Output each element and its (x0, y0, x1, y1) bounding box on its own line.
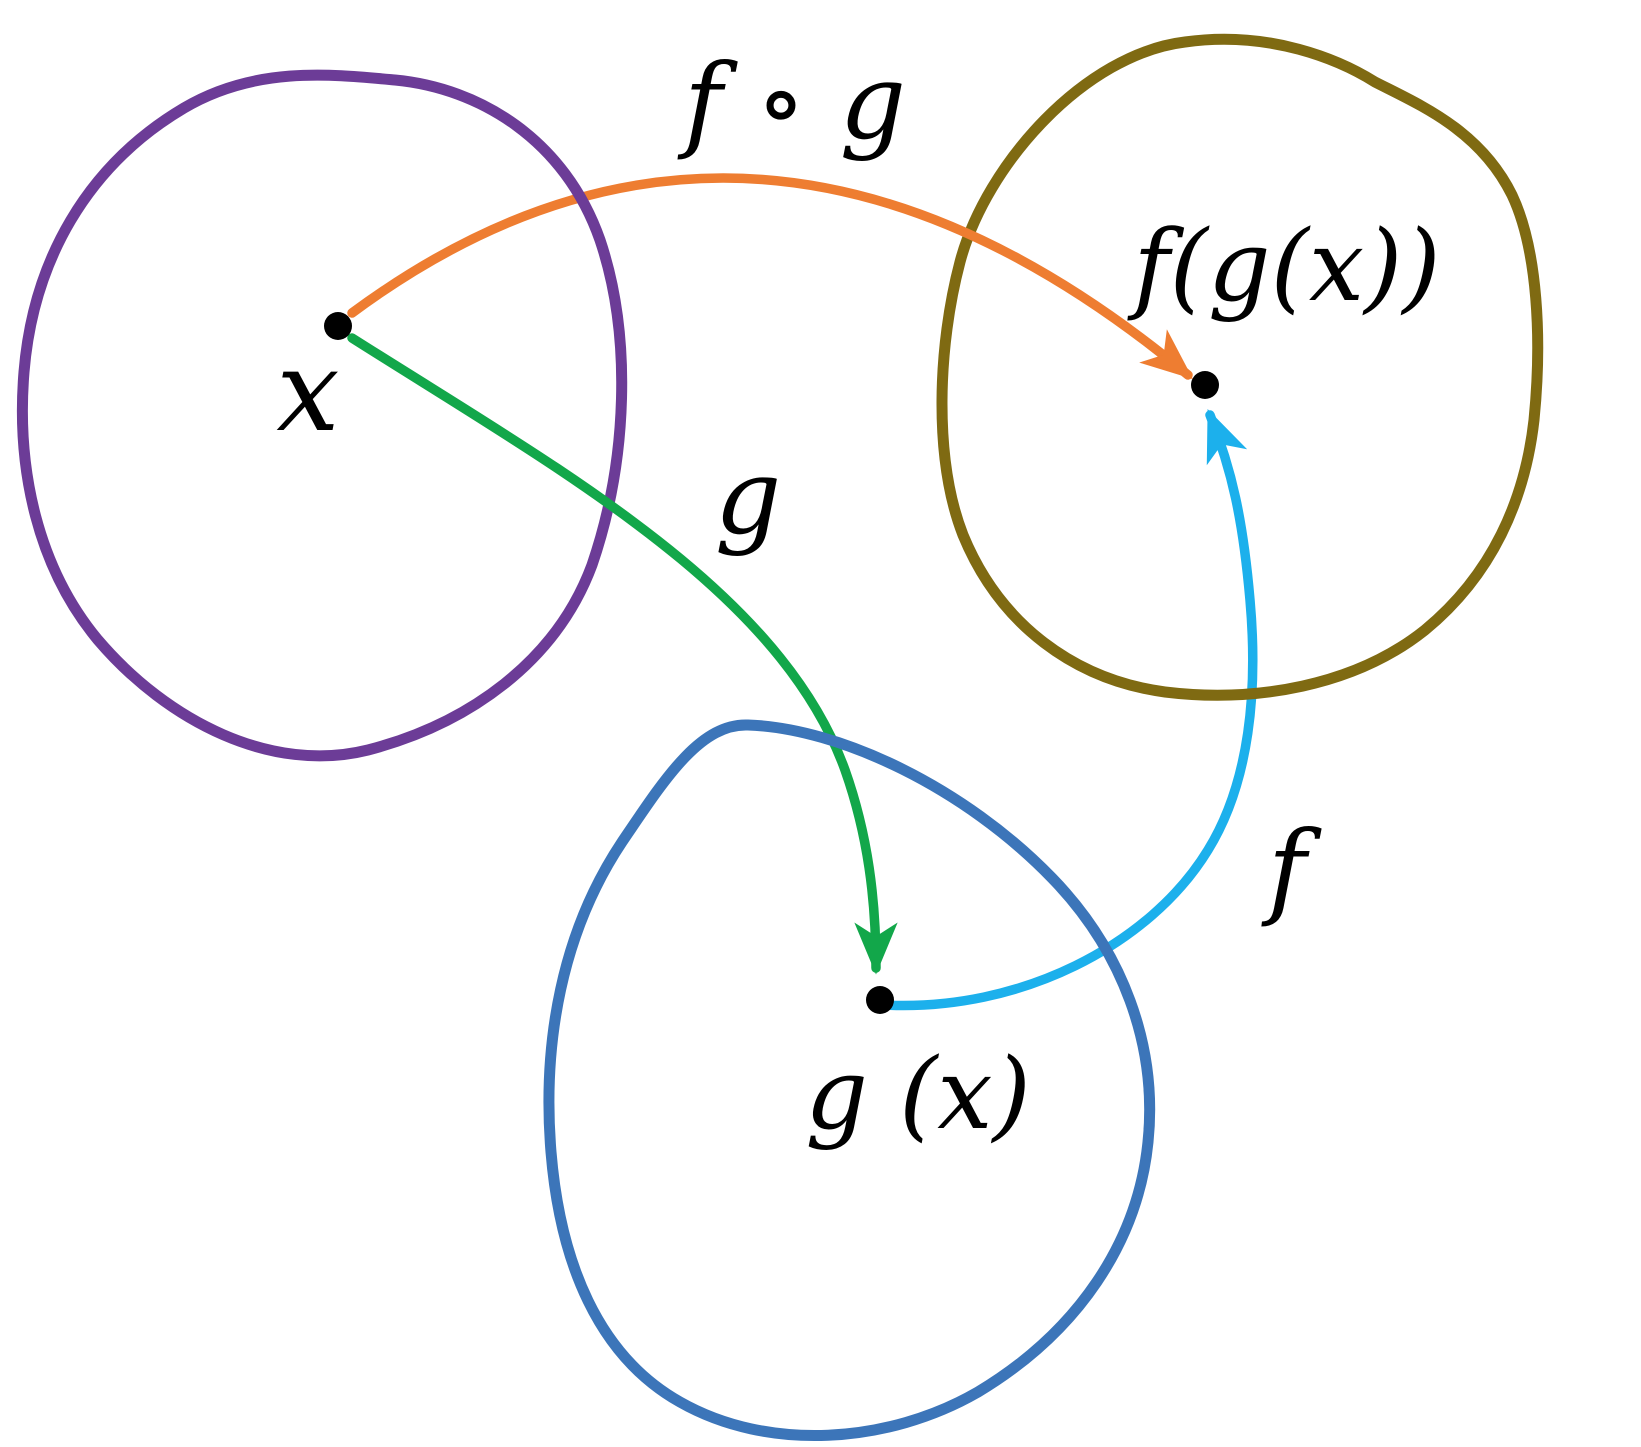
f-arrow (879, 408, 1258, 1011)
intermediate-set-outline (543, 719, 1156, 1441)
composition-arrow-label: f ∘ g (677, 41, 906, 163)
point-x-label: x (276, 327, 339, 457)
composition-arrow (347, 173, 1193, 380)
codomain-set-outline (936, 33, 1544, 701)
g-arrow-label: g (715, 436, 782, 558)
point-fgx-dot (1191, 371, 1219, 399)
point-gx-dot (866, 986, 894, 1014)
g-arrow (347, 333, 898, 975)
point-fgx-label: f(g(x)) (1126, 210, 1440, 324)
f-arrow-label: f (1261, 808, 1322, 930)
point-gx-label: g (x) (805, 1038, 1031, 1152)
point-x-dot (324, 312, 352, 340)
domain-set-outline (16, 69, 628, 762)
